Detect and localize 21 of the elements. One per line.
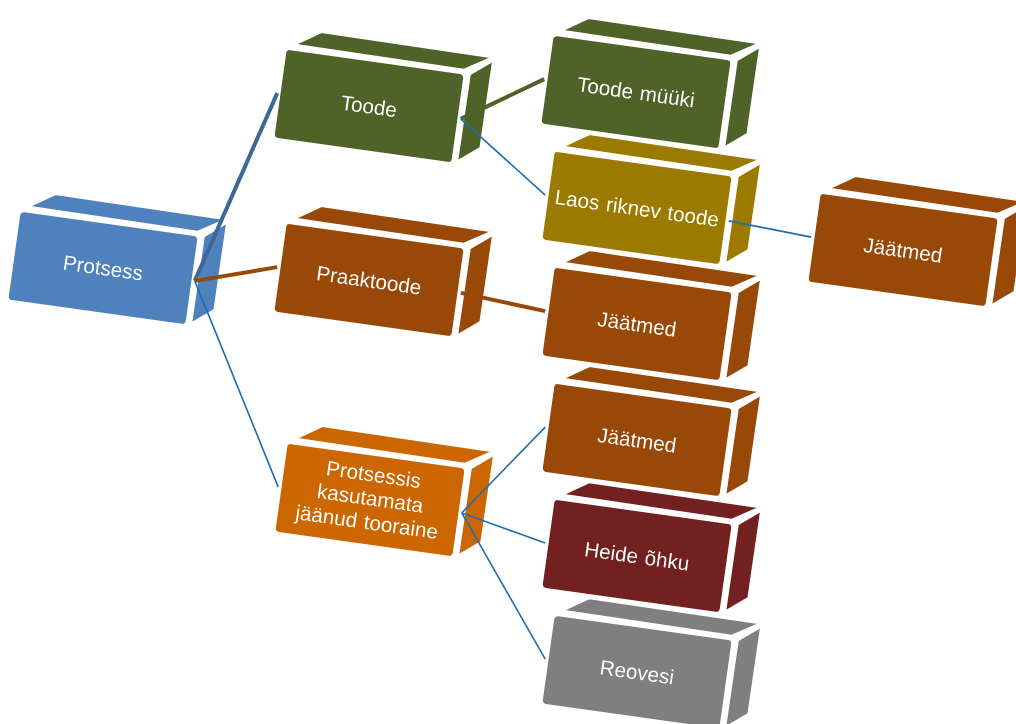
connector-line [193, 280, 280, 488]
block-box: Toode [271, 30, 495, 166]
block-box: Protsessis kasutamata jäänud tooraine [272, 424, 496, 560]
block-box: Jäätmed [539, 364, 763, 500]
block-box: Protsess [5, 192, 229, 328]
connector-line [460, 290, 546, 314]
connector-line [192, 92, 280, 282]
block-box: Toode müüki [538, 16, 762, 152]
connector-line [460, 512, 547, 660]
connector-line [460, 512, 547, 544]
block-box: Jäätmed [539, 248, 763, 384]
connector-line [728, 220, 813, 238]
connector-line [460, 426, 547, 514]
block-box: Reovesi [539, 596, 763, 724]
block-box: Heide õhku [539, 480, 763, 616]
block-box: Praaktoode [271, 204, 495, 340]
connector-line [459, 118, 547, 196]
block-box: Jäätmed [805, 174, 1016, 310]
connector-line [459, 77, 546, 121]
connector-line [194, 265, 278, 283]
block-box: Laos riknev toode [539, 132, 763, 268]
